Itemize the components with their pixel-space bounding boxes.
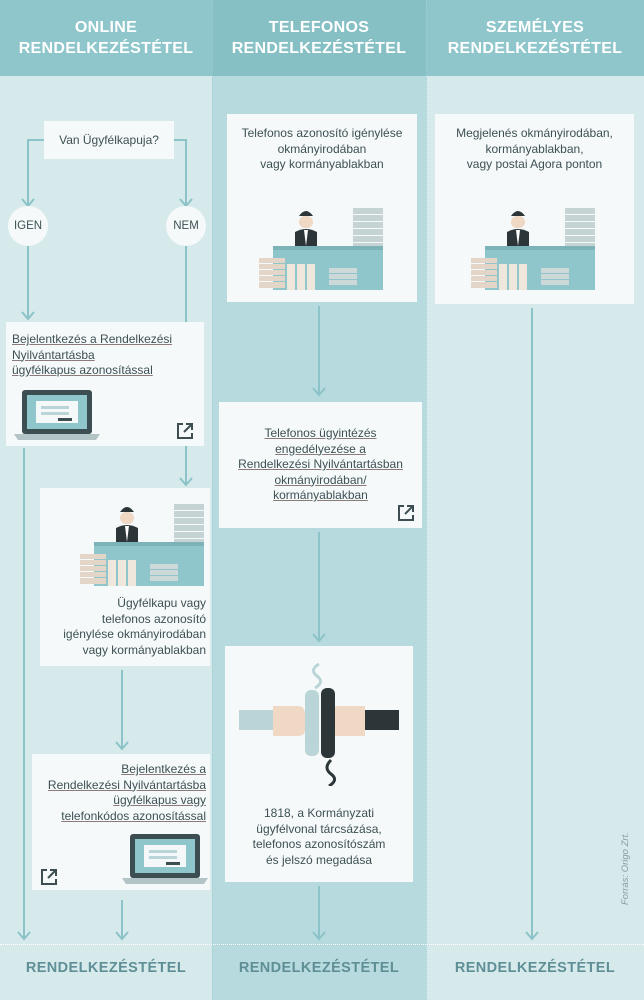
request-ugyfelkapu-text: Ügyfélkapu vagy telefonos azonosító igén… (63, 596, 206, 657)
column-divider (426, 0, 427, 1000)
phone-permit-link[interactable]: Telefonos ügyintézés engedélyezése a Ren… (238, 426, 403, 502)
login-telefonkod-link[interactable]: Bejelentkezés a Rendelkezési Nyilvántart… (47, 762, 206, 823)
yes-badge: IGEN (8, 206, 48, 246)
external-link-icon[interactable] (176, 422, 194, 440)
no-badge: NEM (166, 206, 206, 246)
login-telefonkod-box[interactable]: Bejelentkezés a Rendelkezési Nyilvántart… (32, 754, 210, 890)
footer-divider (0, 944, 644, 945)
request-ugyfelkapu-box: Ügyfélkapu vagy telefonos azonosító igén… (40, 488, 210, 666)
phone-permit-box[interactable]: Telefonos ügyintézés engedélyezése a Ren… (219, 402, 422, 528)
column-divider (212, 0, 213, 1000)
laptop-icon (122, 834, 208, 884)
question-box: Van Ügyfélkapuja? (44, 121, 174, 159)
footer-label-personal: RENDELKEZÉSTÉTEL (454, 960, 616, 976)
phone-call-box: 1818, a Kormányzati ügyfélvonal tárcsázá… (225, 646, 413, 882)
login-ugyfelkapu-link[interactable]: Bejelentkezés a Rendelkezési Nyilvántart… (12, 332, 173, 377)
phone-request-box: Telefonos azonosító igénylése okmányirod… (227, 114, 417, 302)
external-link-icon[interactable] (397, 504, 415, 522)
office-clerk-icon (471, 208, 595, 290)
login-ugyfelkapu-box[interactable]: Bejelentkezés a Rendelkezési Nyilvántart… (6, 322, 204, 446)
phone-handover-icon (239, 662, 399, 786)
office-clerk-icon (259, 208, 383, 290)
phone-request-text: Telefonos azonosító igénylése okmányirod… (241, 126, 403, 171)
phone-call-text: 1818, a Kormányzati ügyfélvonal tárcsázá… (252, 806, 386, 867)
personal-appear-text: Megjelenés okmányirodában, kormányablakb… (456, 126, 613, 171)
external-link-icon[interactable] (40, 868, 58, 886)
footer-label-phone: RENDELKEZÉSTÉTEL (238, 960, 400, 976)
footer-label-online: RENDELKEZÉSTÉTEL (25, 960, 187, 976)
source-credit: Forrás: Origo Zrt. (620, 832, 631, 905)
office-clerk-icon (80, 504, 204, 586)
personal-appear-box: Megjelenés okmányirodában, kormányablakb… (435, 114, 634, 304)
laptop-icon (14, 390, 100, 440)
